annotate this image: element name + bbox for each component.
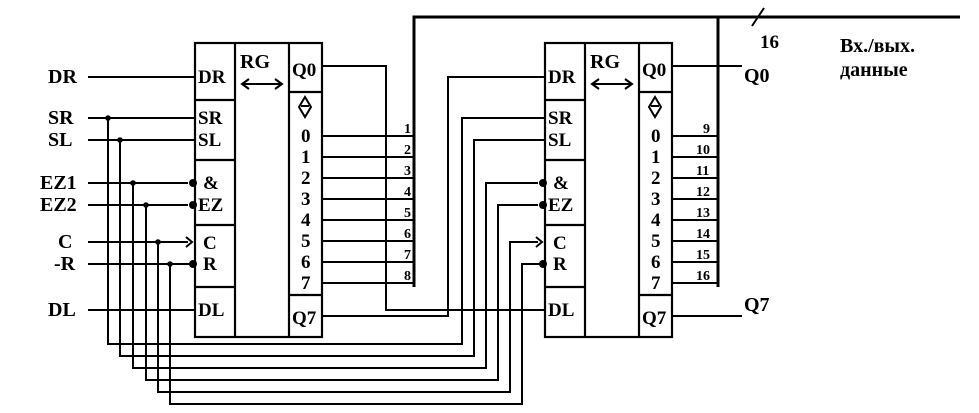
reg2-bit-2: 2 — [651, 168, 661, 189]
reg1-pin-r: R — [203, 254, 217, 275]
reg1-bit-0: 0 — [301, 126, 311, 147]
junction-dots-left — [105, 115, 197, 268]
reg1-bit-5: 5 — [301, 231, 311, 252]
bus-line-9: 9 — [703, 122, 710, 137]
reg2-q7: Q7 — [642, 308, 667, 329]
reg2-junction-dots — [539, 179, 547, 268]
bus-line-4: 4 — [404, 185, 411, 200]
reg1-q0-to-reg2-dl — [322, 65, 545, 311]
reg2-bit-0: 0 — [651, 126, 661, 147]
input-label-sr: SR — [48, 107, 74, 129]
reg1-pin-sl: SL — [198, 130, 221, 151]
reg1-title: RG — [240, 51, 270, 73]
reg1-q0: Q0 — [292, 60, 316, 81]
reg2-bit-5: 5 — [651, 231, 661, 252]
register-1 — [193, 41, 324, 339]
output-label-q7: Q7 — [744, 294, 770, 316]
bus-line-numbers-low: 1 2 3 4 5 6 7 8 — [404, 122, 411, 284]
reg1-bit-1: 1 — [301, 147, 311, 168]
reg1-bit-2: 2 — [301, 168, 311, 189]
input-label-ez1: EZ1 — [40, 172, 77, 194]
bus-line-15: 15 — [696, 248, 710, 263]
reg1-pin-dl: DL — [198, 300, 224, 321]
bus-line-7: 7 — [404, 248, 411, 263]
reg1-pin-dr: DR — [198, 67, 226, 88]
reg1-bit-7: 7 — [301, 273, 311, 294]
bus-line-10: 10 — [696, 143, 710, 158]
input-label-sl: SL — [48, 129, 72, 151]
control-line-routing — [107, 117, 545, 405]
reg1-bit-4: 4 — [301, 210, 311, 231]
bus-line-1: 1 — [404, 122, 411, 137]
bus-line-numbers-high: 9 10 11 12 13 14 15 16 — [696, 122, 710, 284]
reg1-bit-labels: 0 1 2 3 4 5 6 7 — [301, 126, 311, 294]
reg2-bit-4: 4 — [651, 210, 661, 231]
input-label-dl: DL — [48, 299, 76, 321]
bus-label-line1: Вх./вых. — [840, 35, 915, 57]
reg1-bit-6: 6 — [301, 252, 311, 273]
reg2-bit-3: 3 — [651, 189, 661, 210]
bus-line-13: 13 — [696, 206, 710, 221]
reg2-bit-6: 6 — [651, 252, 661, 273]
bus-line-11: 11 — [696, 164, 709, 179]
reg1-q7-to-reg2-dr — [322, 76, 545, 317]
reg1-data-lines — [322, 135, 414, 284]
reg2-q0: Q0 — [642, 60, 666, 81]
reg1-pin-and: & — [203, 173, 219, 194]
bus-width: 16 — [760, 32, 779, 53]
input-label-ez2: EZ2 — [40, 194, 77, 216]
bus-line-14: 14 — [696, 227, 710, 242]
reg2-pin-dr: DR — [548, 67, 576, 88]
reg1-pin-c: C — [203, 233, 217, 254]
reg1-bit-3: 3 — [301, 189, 311, 210]
reg2-pin-and: & — [553, 173, 569, 194]
bus-line-8: 8 — [404, 269, 411, 284]
input-label-r: -R — [54, 253, 76, 275]
input-label-dr: DR — [48, 66, 77, 88]
reg2-bit-1: 1 — [651, 147, 661, 168]
input-label-c: C — [58, 231, 72, 253]
output-label-q0: Q0 — [744, 65, 770, 87]
bus-line-5: 5 — [404, 206, 411, 221]
reg2-pin-r: R — [553, 254, 567, 275]
bus-label-line2: данные — [840, 59, 908, 81]
reg1-pin-sr: SR — [198, 108, 223, 129]
reg2-pin-dl: DL — [548, 300, 574, 321]
input-wires-left — [88, 76, 195, 311]
register-2 — [543, 41, 674, 339]
bus-line-6: 6 — [404, 227, 411, 242]
reg2-pin-sr: SR — [548, 108, 573, 129]
reg2-bit-7: 7 — [651, 273, 661, 294]
reg1-q7: Q7 — [292, 308, 317, 329]
bus-line-2: 2 — [404, 143, 411, 158]
reg2-pin-ez: EZ — [548, 195, 573, 216]
reg2-title: RG — [590, 51, 620, 73]
reg2-data-lines — [672, 135, 718, 284]
bus-line-16: 16 — [696, 269, 710, 284]
reg2-pin-sl: SL — [548, 130, 571, 151]
reg2-bit-labels: 0 1 2 3 4 5 6 7 — [651, 126, 661, 294]
bus-line-12: 12 — [696, 185, 710, 200]
reg1-pin-ez: EZ — [198, 195, 223, 216]
bus-line-3: 3 — [404, 164, 411, 179]
reg2-pin-c: C — [553, 233, 567, 254]
